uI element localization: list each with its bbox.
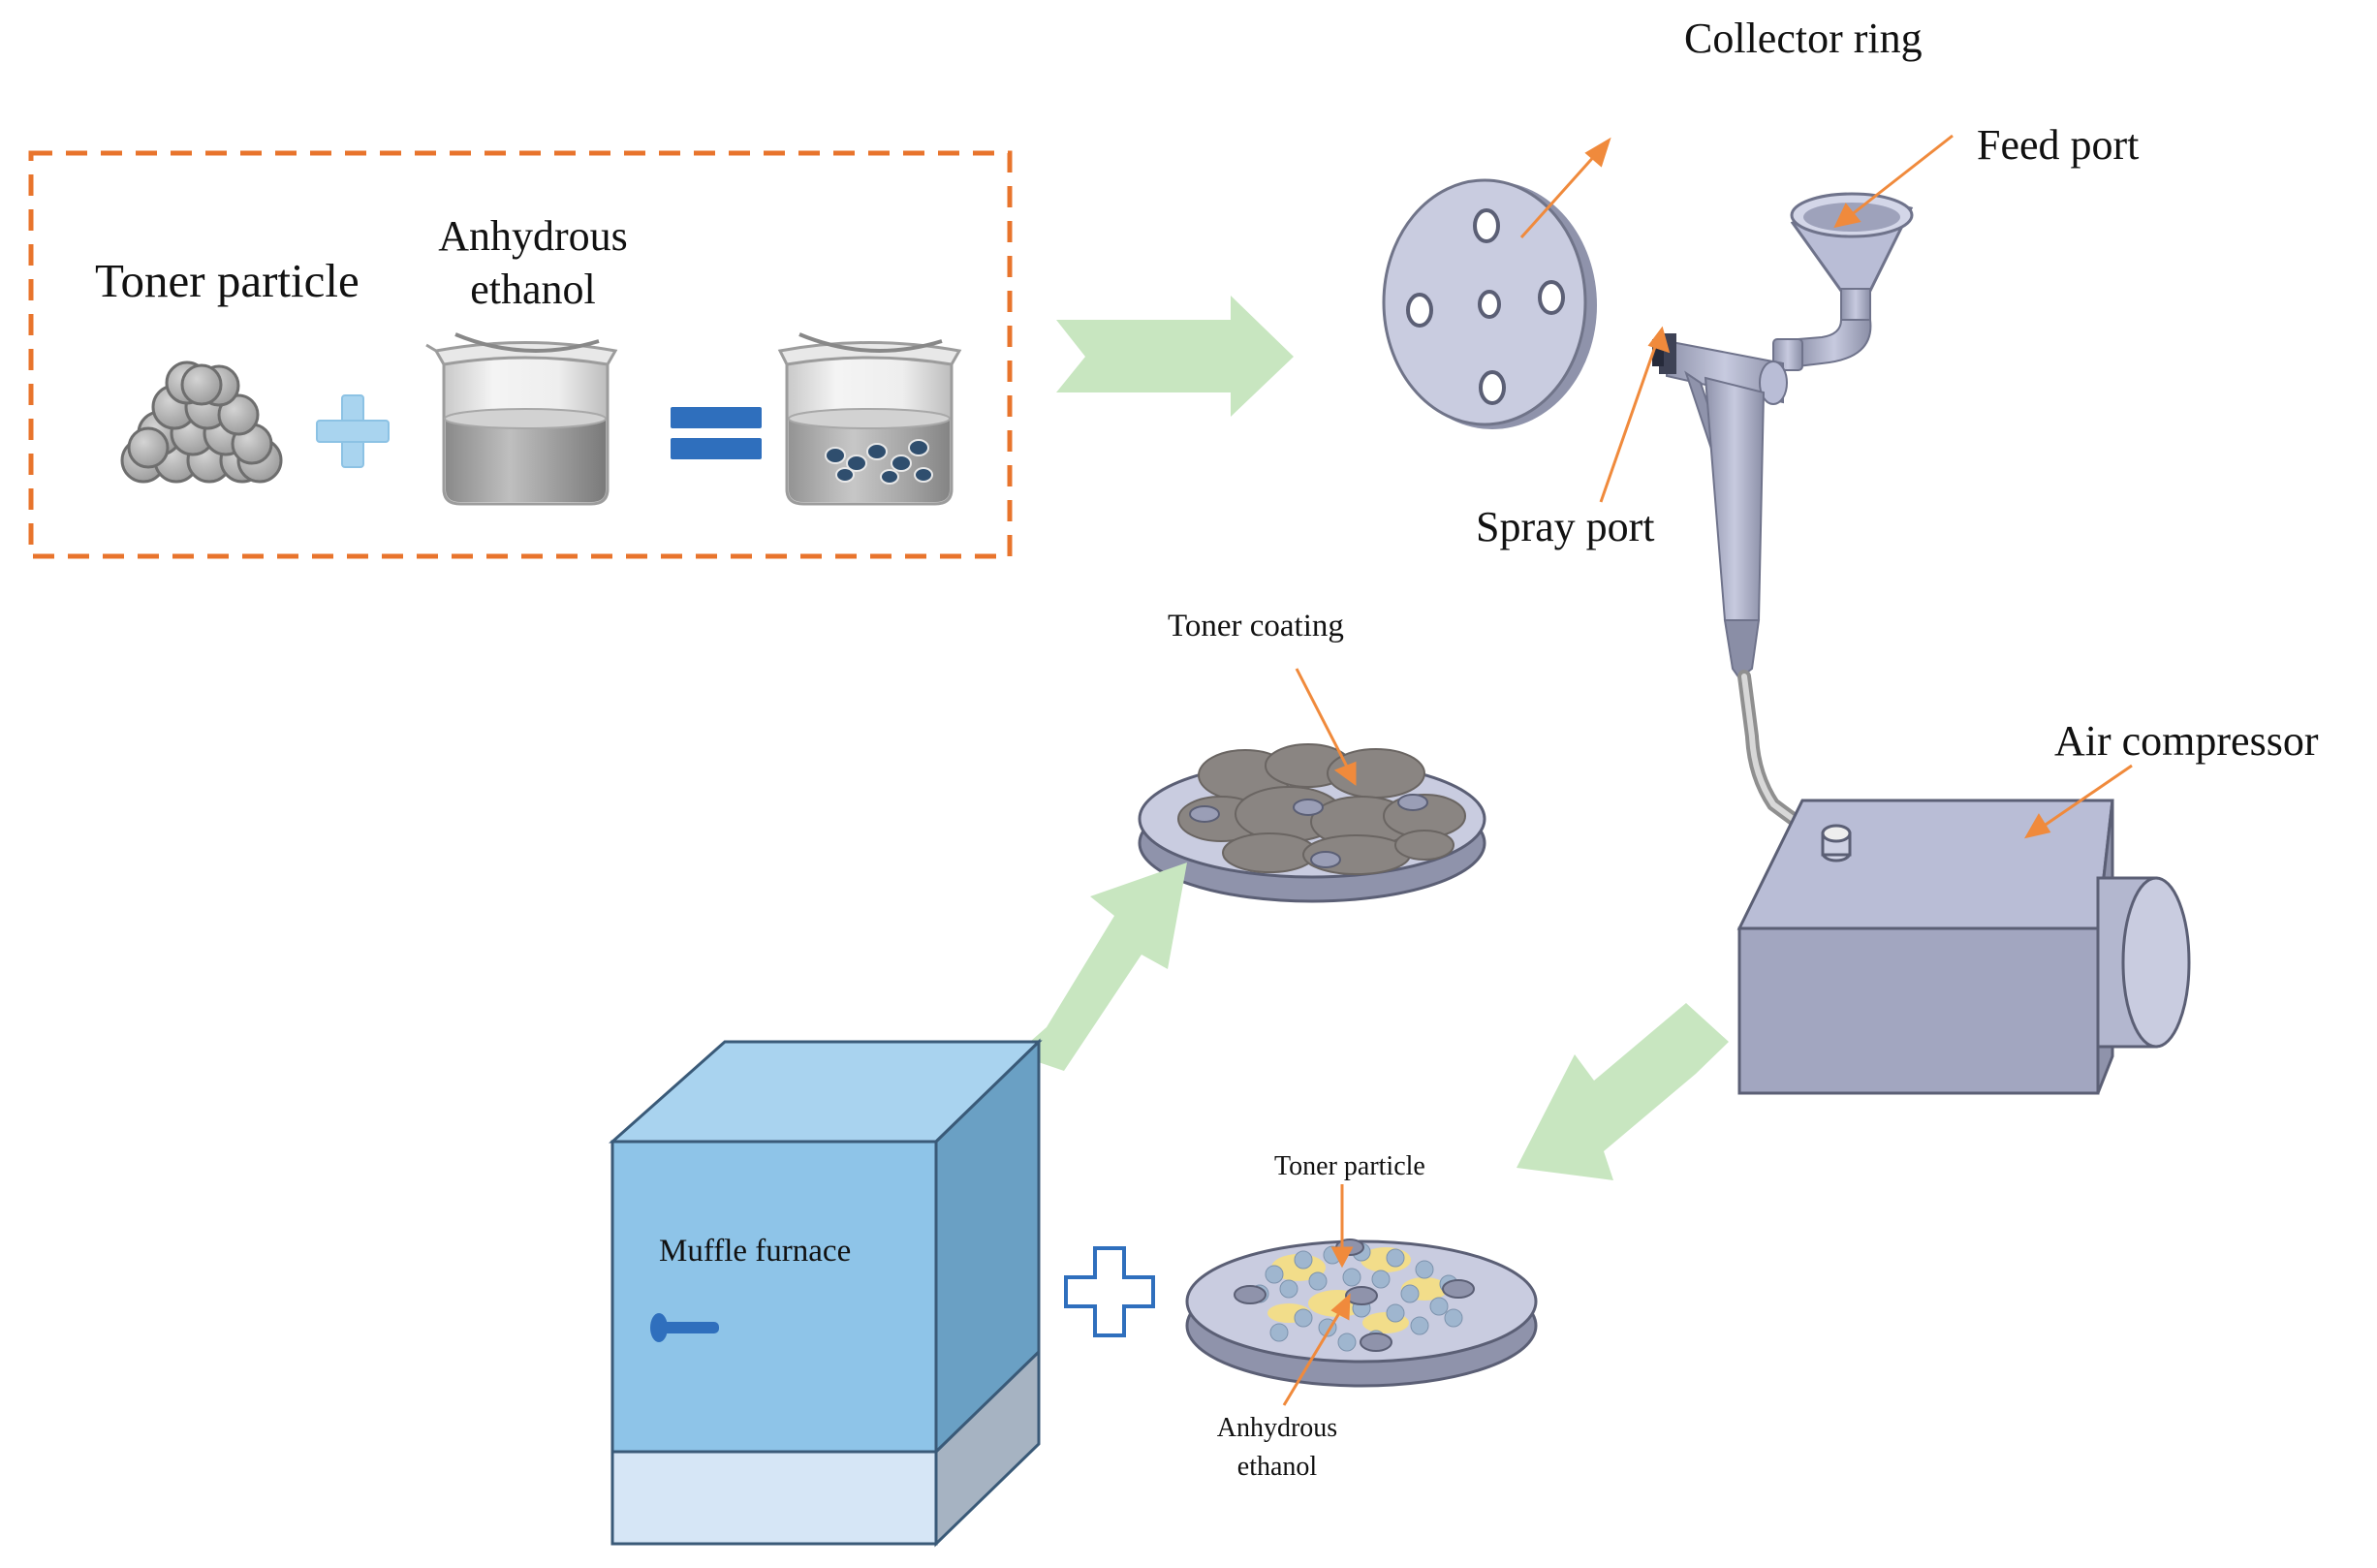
collector-ring-label: Collector ring <box>1684 15 1923 62</box>
plus-icon-bottom <box>1064 1246 1155 1337</box>
mixture-disc <box>1185 1239 1538 1388</box>
air-compressor <box>1736 799 2191 1095</box>
anhydrous-label-line1: Anhydrous <box>438 212 628 260</box>
toner-particle-pile-icon <box>120 361 283 484</box>
plus-icon <box>316 394 390 468</box>
anhydrous-label-line2: ethanol <box>470 266 596 313</box>
spray-gun <box>1652 192 1914 680</box>
flow-arrow-up-right <box>1016 862 1187 1071</box>
anhydrous-small-label-line1: Anhydrous <box>1216 1413 1338 1443</box>
flow-arrow-right <box>1056 296 1294 417</box>
air-compressor-label: Air compressor <box>2054 717 2319 765</box>
spray-port-label: Spray port <box>1476 503 1655 550</box>
equals-icon <box>671 407 762 459</box>
flow-arrow-down-left <box>1517 1003 1729 1180</box>
muffle-furnace-label: Muffle furnace <box>659 1234 852 1269</box>
collector-ring-disc <box>1382 178 1597 429</box>
muffle-furnace <box>609 1038 1043 1548</box>
mixing-step-box <box>28 150 1013 559</box>
furnace-handle-icon <box>650 1313 719 1342</box>
anhydrous-small-label-line2: ethanol <box>1236 1452 1318 1482</box>
toner-coating-disc <box>1138 743 1486 903</box>
mixture-beaker-icon <box>777 332 962 506</box>
toner-particle-small-label: Toner particle <box>1274 1151 1425 1181</box>
beaker-icon <box>425 332 618 506</box>
toner-coating-label: Toner coating <box>1168 609 1344 643</box>
callout-arrow-icon <box>1282 134 2133 1406</box>
feed-port-label: Feed port <box>1977 121 2140 169</box>
toner-particle-label: Toner particle <box>95 254 360 307</box>
